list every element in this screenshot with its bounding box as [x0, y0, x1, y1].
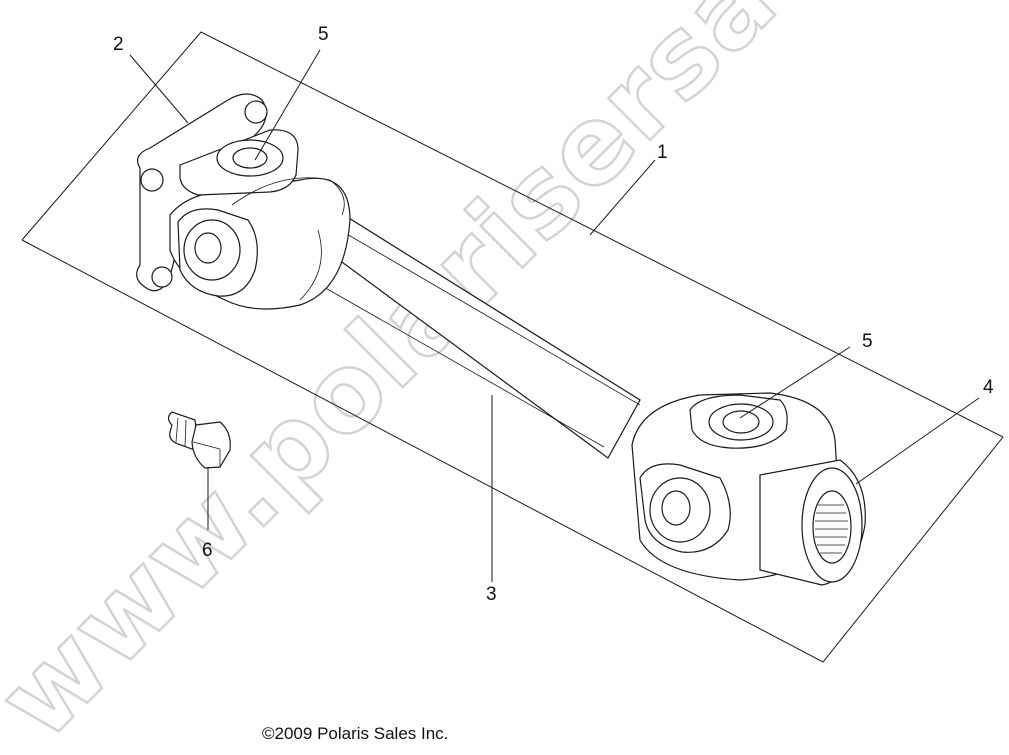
callout-2: 2 [113, 34, 124, 55]
callout-1: 1 [657, 142, 668, 163]
leader-lines [129, 49, 980, 582]
callout-3: 3 [486, 584, 497, 605]
slip-yoke-right [631, 392, 866, 586]
shaft-tube [311, 209, 641, 459]
callout-5-top: 5 [318, 24, 329, 45]
leader-1 [589, 159, 656, 236]
callout-5-right: 5 [862, 331, 873, 352]
callouts: 1 2 3 4 5 5 6 [113, 24, 994, 605]
copyright-notice: ©2009 Polaris Sales Inc. [262, 724, 449, 743]
assembly-bracket [21, 31, 1004, 663]
flange-yoke-left [136, 93, 351, 310]
hex-bolt [167, 411, 231, 469]
callout-6: 6 [202, 540, 213, 561]
leader-5a [254, 49, 321, 161]
leader-4 [855, 397, 980, 485]
leader-2 [129, 54, 189, 124]
spline-teeth [815, 504, 848, 554]
leader-5b [739, 346, 851, 419]
callout-4: 4 [983, 377, 994, 398]
